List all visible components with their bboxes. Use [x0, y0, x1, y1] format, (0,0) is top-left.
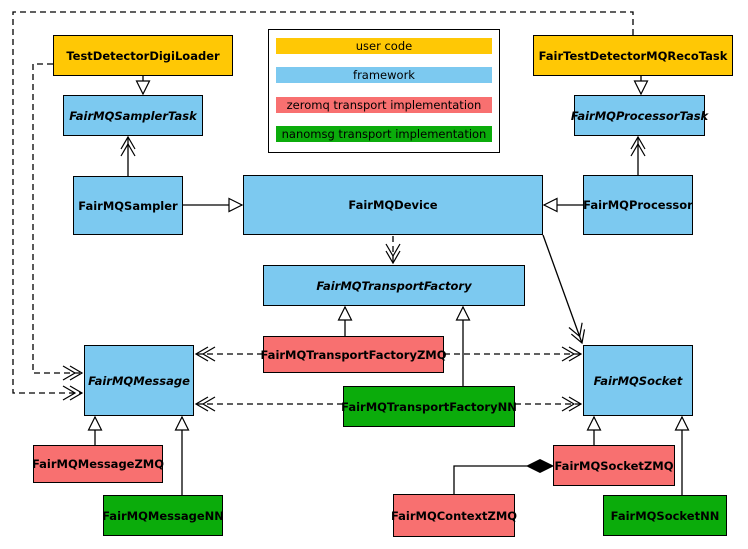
node-fairmq-processor-task: FairMQProcessorTask [571, 95, 708, 136]
node-fair-test-detector-mq-reco-task: FairTestDetectorMQRecoTask [533, 35, 733, 76]
legend-item-nanomsg: nanomsg transport implementation [276, 125, 492, 142]
edge-device-socket [542, 234, 586, 345]
legend-item-framework: framework [276, 67, 492, 84]
composition-diamond [525, 458, 555, 474]
node-fairmq-message: FairMQMessage [84, 345, 194, 416]
node-fairmq-transport-factory-nn: FairMQTransportFactoryNN [341, 386, 517, 427]
node-fairmq-socket: FairMQSocket [583, 345, 693, 416]
node-test-detector-digi-loader: TestDetectorDigiLoader [53, 35, 233, 76]
edge-contextzmq-socketzmq [453, 465, 527, 494]
node-fairmq-sampler-task: FairMQSamplerTask [63, 95, 203, 136]
node-fairmq-context-zmq: FairMQContextZMQ [391, 494, 517, 537]
node-fairmq-socket-zmq: FairMQSocketZMQ [553, 445, 675, 486]
node-fairmq-transport-factory: FairMQTransportFactory [263, 265, 525, 306]
node-fairmq-processor: FairMQProcessor [583, 175, 693, 235]
node-fairmq-socket-nn: FairMQSocketNN [603, 495, 727, 536]
legend: user code framework zeromq transport imp… [268, 29, 500, 153]
node-fairmq-device: FairMQDevice [243, 175, 543, 235]
node-fairmq-message-nn: FairMQMessageNN [102, 495, 224, 536]
node-fairmq-transport-factory-zmq: FairMQTransportFactoryZMQ [261, 336, 447, 373]
node-fairmq-sampler: FairMQSampler [73, 176, 183, 235]
legend-item-user-code: user code [276, 38, 492, 54]
legend-item-zeromq: zeromq transport implementation [276, 96, 492, 113]
node-fairmq-message-zmq: FairMQMessageZMQ [32, 445, 164, 483]
